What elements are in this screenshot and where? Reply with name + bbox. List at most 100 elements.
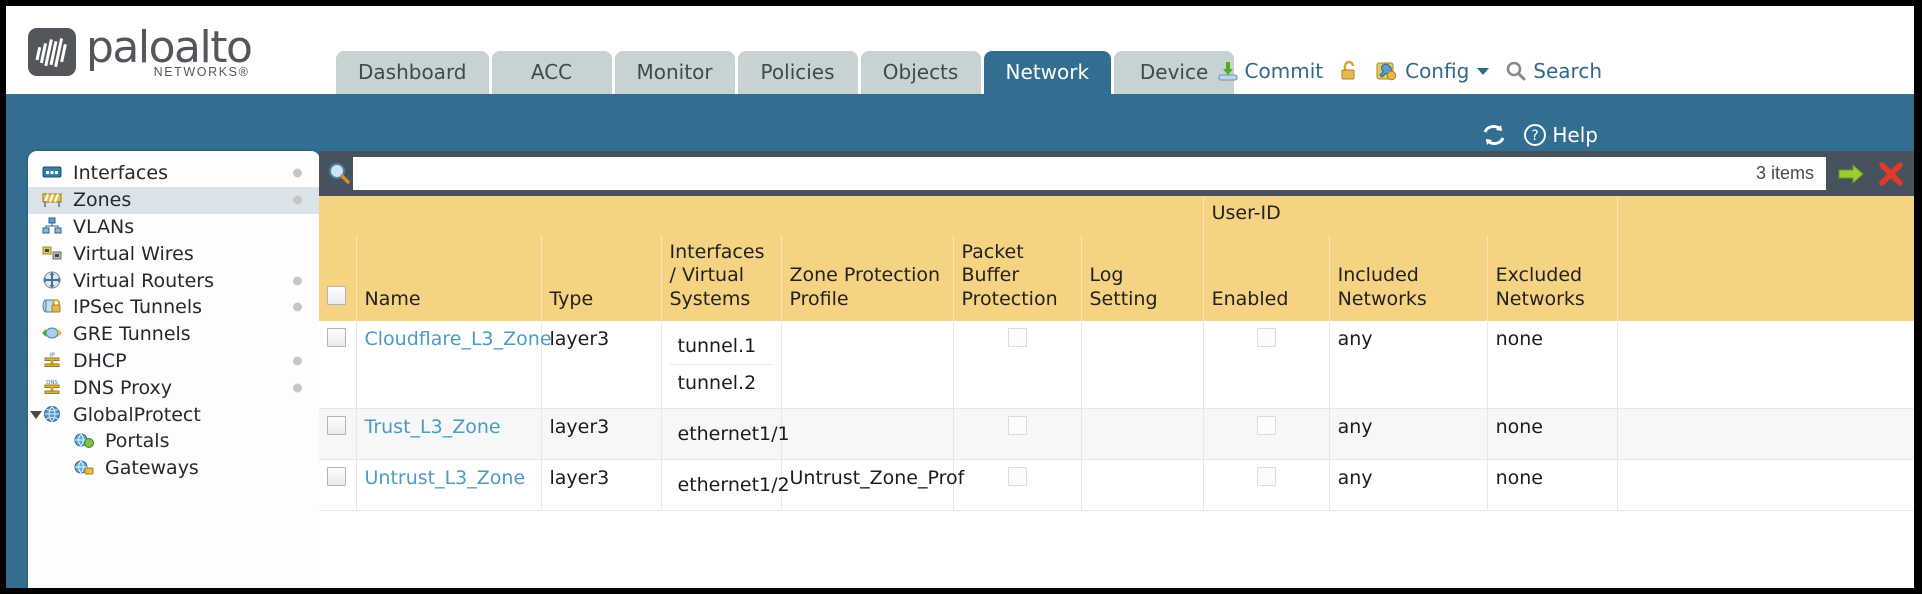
zone-name-cell: Trust_L3_Zone bbox=[356, 408, 542, 460]
userid-enabled-cell bbox=[1203, 320, 1330, 409]
sidebar-item-vlans[interactable]: VLANs bbox=[28, 214, 320, 241]
status-dot bbox=[293, 356, 302, 366]
help-button[interactable]: ? Help bbox=[1523, 123, 1598, 147]
interface-item: tunnel.2 bbox=[677, 371, 757, 394]
search-filter-icon[interactable] bbox=[325, 160, 353, 188]
column-header-excluded-networks[interactable]: Excluded Networks bbox=[1487, 235, 1618, 321]
packet-buffer-checkbox[interactable] bbox=[1007, 466, 1027, 486]
config-menu[interactable]: Config bbox=[1375, 59, 1490, 83]
brand-text: paloalto NETWORKS® bbox=[86, 26, 253, 79]
group-header-userid: User-ID bbox=[1203, 196, 1618, 236]
userid-enabled-cell bbox=[1203, 408, 1330, 460]
clear-filter-button[interactable] bbox=[1876, 159, 1906, 189]
sidebar-item-portals[interactable]: Portals bbox=[28, 428, 320, 455]
tab-network[interactable]: Network bbox=[983, 51, 1112, 94]
lock-icon bbox=[1341, 60, 1355, 80]
sidebar-item-dns-proxy[interactable]: DNS DNS Proxy bbox=[28, 374, 320, 401]
search-label: Search bbox=[1533, 59, 1602, 83]
column-header-packet-buffer-protection[interactable]: Packet Buffer Protection bbox=[953, 235, 1082, 321]
sidebar-item-gateways[interactable]: Gateways bbox=[28, 455, 320, 482]
sidebar-item-virtual-routers[interactable]: Virtual Routers bbox=[28, 267, 320, 294]
search-icon bbox=[1506, 61, 1526, 81]
lock-button[interactable] bbox=[1339, 60, 1359, 82]
close-icon bbox=[1879, 161, 1903, 186]
row-checkbox[interactable] bbox=[327, 415, 346, 435]
sidebar-item-dhcp[interactable]: IP DHCP bbox=[28, 348, 320, 375]
zone-name-link[interactable]: Cloudflare_L3_Zone bbox=[364, 327, 552, 350]
row-checkbox[interactable] bbox=[327, 327, 346, 347]
userid-enabled-checkbox[interactable] bbox=[1256, 415, 1276, 435]
interface-item: ethernet1/2 bbox=[677, 473, 790, 496]
zone-name-link[interactable]: Untrust_L3_Zone bbox=[364, 466, 526, 489]
interface-item: ethernet1/1 bbox=[677, 422, 790, 445]
column-header-enabled[interactable]: Enabled bbox=[1203, 235, 1330, 321]
packet-buffer-checkbox[interactable] bbox=[1007, 327, 1027, 347]
log-setting-cell bbox=[1081, 408, 1204, 460]
commit-button[interactable]: Commit bbox=[1217, 59, 1323, 83]
sidebar-item-globalprotect[interactable]: GlobalProtect bbox=[28, 401, 320, 428]
interfaces-cell: ethernet1/1 bbox=[661, 408, 790, 460]
zone-name-link[interactable]: Trust_L3_Zone bbox=[364, 415, 501, 438]
table-group-header-row: User-ID bbox=[319, 196, 1914, 236]
sidebar-item-interfaces[interactable]: Interfaces bbox=[28, 160, 320, 187]
column-header-included-networks[interactable]: Included Networks bbox=[1329, 235, 1488, 321]
group-header-spacer-right bbox=[1617, 196, 1914, 236]
gateways-icon bbox=[74, 458, 96, 478]
tab-policies[interactable]: Policies bbox=[737, 51, 858, 94]
tab-objects[interactable]: Objects bbox=[860, 51, 981, 94]
group-header-spacer bbox=[319, 196, 1204, 236]
status-dot bbox=[293, 302, 302, 312]
column-header-type[interactable]: Type bbox=[541, 235, 662, 321]
svg-text:?: ? bbox=[1532, 128, 1539, 144]
sub-header-actions: ? Help bbox=[1481, 123, 1598, 147]
sidebar-item-ipsec-tunnels[interactable]: IPSec Tunnels bbox=[28, 294, 320, 321]
expand-toggle-icon[interactable] bbox=[30, 410, 42, 419]
sidebar-item-label: DHCP bbox=[73, 349, 127, 372]
dns-proxy-icon: DNS bbox=[42, 378, 64, 398]
column-header-name[interactable]: Name bbox=[356, 235, 542, 321]
item-count: 3 items bbox=[1755, 163, 1814, 183]
column-header-zone-protection-profile[interactable]: Zone Protection Profile bbox=[781, 235, 954, 321]
magnifier-icon bbox=[329, 162, 350, 184]
column-header-interfaces-virtual-systems[interactable]: Interfaces / Virtual Systems bbox=[661, 235, 782, 321]
status-dot bbox=[293, 276, 302, 286]
column-header-log-setting[interactable]: Log Setting bbox=[1081, 235, 1204, 321]
sidebar-item-label: DNS Proxy bbox=[73, 376, 172, 399]
arrow-right-icon bbox=[1838, 163, 1864, 184]
included-networks-cell: any bbox=[1329, 408, 1488, 460]
zone-protection-profile-cell bbox=[781, 320, 954, 409]
zone-type-cell: layer3 bbox=[541, 408, 662, 460]
tab-acc[interactable]: ACC bbox=[491, 51, 612, 94]
userid-enabled-checkbox[interactable] bbox=[1256, 327, 1276, 347]
zone-name-cell: Untrust_L3_Zone bbox=[356, 459, 542, 511]
zone-protection-profile-cell: Untrust_Zone_Prof bbox=[781, 459, 964, 511]
zone-type-cell: layer3 bbox=[541, 320, 662, 409]
sidebar-item-label: VLANs bbox=[73, 215, 135, 238]
config-label: Config bbox=[1405, 59, 1470, 83]
search-button[interactable]: Search bbox=[1505, 59, 1602, 83]
sidebar-item-virtual-wires[interactable]: Virtual Wires bbox=[28, 240, 320, 267]
refresh-button[interactable] bbox=[1481, 123, 1507, 147]
tab-monitor[interactable]: Monitor bbox=[614, 51, 735, 94]
tab-device[interactable]: Device bbox=[1114, 51, 1235, 94]
userid-enabled-checkbox[interactable] bbox=[1256, 466, 1276, 486]
interfaces-cell: ethernet1/2 bbox=[661, 459, 790, 511]
apply-filter-button[interactable] bbox=[1836, 159, 1866, 189]
row-checkbox[interactable] bbox=[327, 466, 346, 486]
sidebar-item-gre-tunnels[interactable]: GRE Tunnels bbox=[28, 321, 320, 348]
tab-dashboard[interactable]: Dashboard bbox=[336, 51, 489, 94]
status-dot bbox=[293, 168, 302, 178]
select-all-checkbox[interactable] bbox=[327, 285, 346, 305]
sidebar-item-zones[interactable]: Zones bbox=[28, 186, 320, 214]
search-input[interactable]: 3 items bbox=[353, 157, 1826, 190]
svg-text:IP: IP bbox=[49, 352, 55, 359]
packet-buffer-checkbox[interactable] bbox=[1007, 415, 1027, 435]
commit-icon bbox=[1218, 62, 1238, 81]
